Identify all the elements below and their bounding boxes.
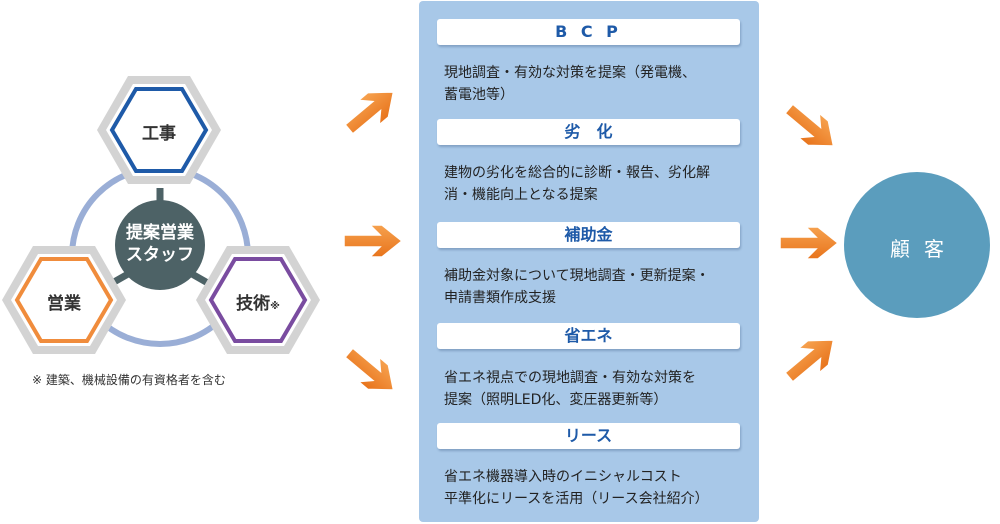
section-title-subsidy: 補助金 bbox=[437, 222, 740, 248]
customer-label: 顧客 bbox=[890, 237, 958, 261]
hexagon-sales bbox=[2, 246, 126, 354]
center-label-line1: 提案営業 bbox=[126, 223, 194, 243]
section-body-line: 提案（照明LED化、変圧器更新等） bbox=[444, 392, 668, 408]
arrow-icon bbox=[344, 91, 395, 135]
technical-note-mark: ※ bbox=[270, 301, 280, 312]
section-body-line: 建物の劣化を総合的に診断・報告、劣化解 bbox=[444, 165, 710, 181]
section-body-line: 申請書類作成支援 bbox=[444, 290, 556, 306]
section-title-deterioration: 劣 化 bbox=[437, 119, 740, 145]
qualification-note: ※ 建築、機械設備の有資格者を含む bbox=[32, 373, 226, 387]
arrow-icon bbox=[344, 347, 395, 391]
section-body-line: 省エネ視点での現地調査・有効な対策を bbox=[444, 370, 696, 386]
arrow-icon bbox=[784, 339, 835, 383]
construction-label: 工事 bbox=[142, 124, 176, 144]
section-title-energy-saving: 省エネ bbox=[437, 323, 740, 349]
arrow-icon bbox=[779, 226, 840, 260]
section-body-line: 消・機能向上となる提案 bbox=[444, 187, 598, 203]
customer-circle bbox=[844, 172, 990, 318]
section-body-line: 補助金対象について現地調査・更新提案・ bbox=[444, 268, 710, 284]
section-body-lease: 省エネ機器導入時のイニシャルコスト 平準化にリースを活用（リース会社紹介） bbox=[444, 466, 744, 510]
section-body-line: 蓄電池等） bbox=[444, 87, 514, 103]
section-body-deterioration: 建物の劣化を総合的に診断・報告、劣化解 消・機能向上となる提案 bbox=[444, 162, 744, 206]
section-title-lease: リース bbox=[437, 423, 740, 449]
section-title-bcp: B C P bbox=[437, 19, 740, 45]
center-label-line2: スタッフ bbox=[126, 245, 194, 265]
section-body-bcp: 現地調査・有効な対策を提案（発電機、 蓄電池等） bbox=[444, 62, 744, 106]
hexagon-construction bbox=[97, 76, 221, 184]
section-body-line: 平準化にリースを活用（リース会社紹介） bbox=[444, 491, 709, 507]
technical-label-text: 技術 bbox=[236, 294, 271, 314]
arrow-icon bbox=[784, 103, 835, 147]
center-circle bbox=[115, 200, 205, 290]
section-body-line: 省エネ機器導入時のイニシャルコスト bbox=[444, 469, 682, 485]
sales-label: 営業 bbox=[47, 294, 81, 314]
arrow-icon bbox=[343, 224, 404, 258]
section-body-subsidy: 補助金対象について現地調査・更新提案・ 申請書類作成支援 bbox=[444, 265, 744, 309]
section-body-line: 現地調査・有効な対策を提案（発電機、 bbox=[444, 65, 696, 81]
technical-label: 技術※ bbox=[203, 289, 313, 314]
hexagon-technical bbox=[196, 246, 320, 354]
section-body-energy-saving: 省エネ視点での現地調査・有効な対策を 提案（照明LED化、変圧器更新等） bbox=[444, 367, 744, 411]
